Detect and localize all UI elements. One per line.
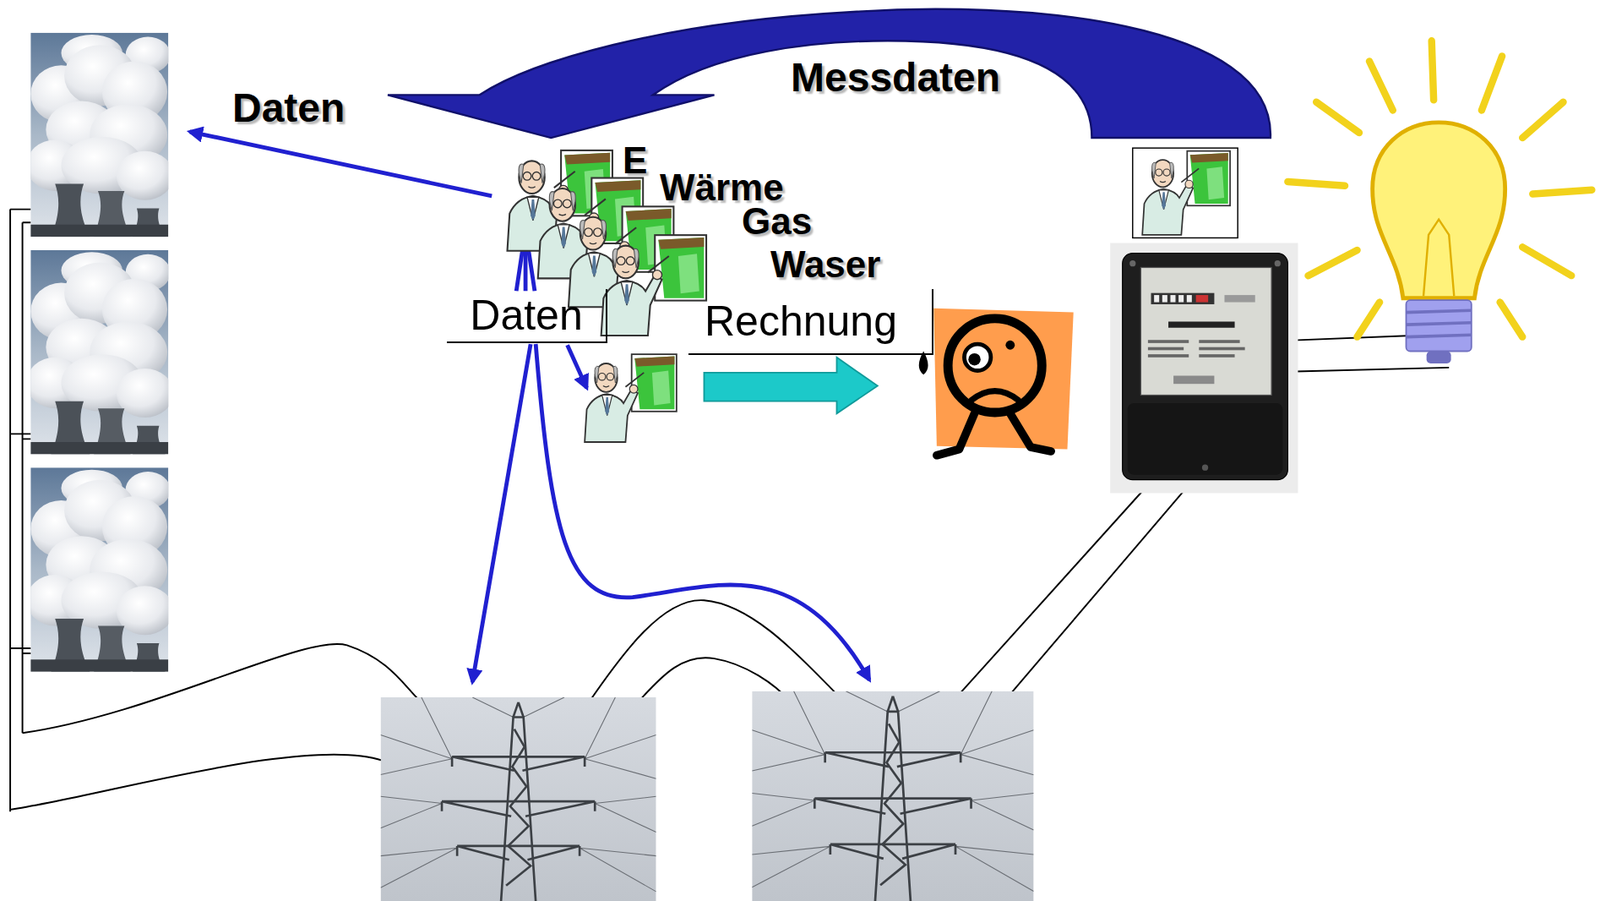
data-arrow <box>190 131 870 682</box>
power-line <box>958 484 1189 695</box>
electricity-meter <box>1148 353 1189 358</box>
power-plant-photo <box>26 32 174 672</box>
power-plant-photo <box>26 32 174 238</box>
data-arrow <box>567 344 588 388</box>
illustration <box>10 9 1592 901</box>
customer-figure <box>963 343 991 371</box>
customer-figure <box>1010 413 1051 452</box>
power-line <box>10 209 31 654</box>
electricity-meter <box>1162 294 1168 302</box>
data-arrow <box>472 343 531 682</box>
customer-figure <box>1005 340 1015 350</box>
presenter-icon <box>1142 151 1230 235</box>
electricity-meter <box>1198 347 1245 351</box>
utility-label: Waser <box>770 245 881 283</box>
box-text: Rechnung <box>704 299 898 343</box>
box-text: Daten <box>469 293 583 337</box>
invoice-arrow <box>703 357 877 414</box>
measurement-arrow <box>387 9 1271 138</box>
utility-label: Wärme <box>659 168 784 207</box>
electricity-meter <box>1122 253 1289 480</box>
light-bulb <box>1287 40 1592 337</box>
light-bulb <box>1287 40 1592 364</box>
customer-figure <box>971 391 1019 401</box>
light-bulb <box>1287 40 1592 337</box>
electricity-meter <box>1224 294 1255 302</box>
customer-figure <box>936 413 975 456</box>
power-line <box>22 643 420 733</box>
customer-figure <box>933 308 1073 450</box>
light-bulb <box>1372 122 1506 299</box>
callout-box: Daten <box>446 288 608 343</box>
arrow-label: Daten <box>232 87 345 129</box>
power-line <box>10 209 22 812</box>
electricity-meter <box>1148 339 1189 343</box>
electricity-meter <box>1170 294 1176 302</box>
electricity-meter <box>1186 294 1192 302</box>
electricity-meter <box>1129 260 1136 267</box>
electricity-meter <box>1153 294 1160 302</box>
electricity-meter <box>1110 242 1298 493</box>
power-line <box>10 209 1449 812</box>
measurement-arrow <box>387 9 1271 138</box>
electricity-meter <box>1196 294 1209 302</box>
power-line <box>10 754 383 810</box>
electricity-meter <box>1151 293 1215 305</box>
pylon-photo <box>380 696 657 901</box>
electricity-meter <box>1198 339 1240 343</box>
electricity-meter <box>1198 353 1235 358</box>
light-bulb <box>1423 219 1454 297</box>
pylon-photo <box>751 691 1034 901</box>
electricity-meter <box>1127 402 1284 475</box>
electricity-meter <box>1202 464 1209 471</box>
electricity-meter <box>1274 260 1281 267</box>
pylon-photo <box>380 691 1035 901</box>
callout-box: Rechnung <box>688 288 934 355</box>
customer-figure <box>968 353 980 365</box>
presenter-icon <box>584 353 677 442</box>
electricity-meter <box>1148 347 1184 351</box>
utility-label: Gas <box>741 202 812 240</box>
customer-figure <box>919 308 1074 456</box>
presenter-icon <box>601 234 707 336</box>
utility-label: E <box>622 141 648 180</box>
power-plant-photo <box>26 250 174 455</box>
power-plant-photo <box>26 467 174 672</box>
light-bulb <box>1406 310 1472 337</box>
electricity-meter <box>1168 321 1236 327</box>
light-bulb <box>1426 351 1452 364</box>
light-bulb <box>1406 299 1472 351</box>
electricity-meter <box>1178 294 1184 302</box>
electricity-meter <box>1140 266 1272 395</box>
electricity-meter <box>1173 375 1214 385</box>
arrow-label: Messdaten <box>790 57 1001 98</box>
electricity-meter <box>1110 242 1298 493</box>
data-arrow <box>190 131 493 196</box>
presenter-icon <box>1132 147 1238 238</box>
customer-figure <box>947 318 1042 413</box>
invoice-arrow <box>703 357 877 414</box>
power-line <box>588 599 843 703</box>
